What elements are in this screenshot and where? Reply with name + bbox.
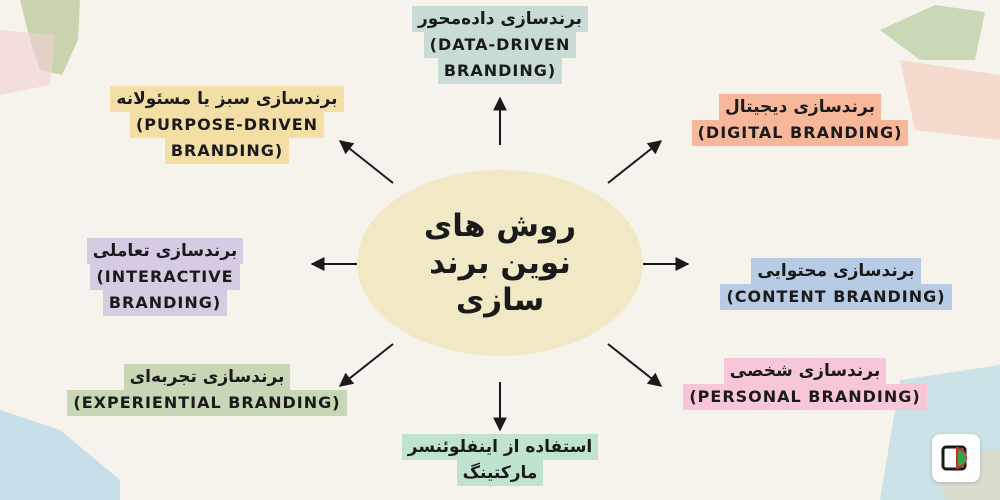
node-fa-label: برندسازی سبز یا مسئولانه [110, 86, 344, 112]
node-fa-label: استفاده از اینفلوئنسر [401, 434, 599, 460]
node-en-label: BRANDING) [437, 58, 563, 84]
arrow-to-digital [607, 140, 663, 184]
node-fa-label: برندسازی شخصی [723, 358, 887, 384]
green-top-right-shape [880, 5, 985, 60]
node-fa-label: برندسازی تعاملی [86, 238, 244, 264]
center-title-line-1: روش های [423, 207, 577, 244]
node-interactive: برندسازی تعاملی (INTERACTIVE BRANDING) [55, 238, 275, 316]
node-en-label: (PURPOSE-DRIVEN [129, 112, 325, 138]
node-en-label: (INTERACTIVE [90, 264, 240, 290]
node-data-driven: برندسازی داده‌محور (DATA-DRIVEN BRANDING… [376, 6, 624, 84]
node-en-label: (EXPERIENTIAL BRANDING) [67, 390, 347, 416]
pink-corner-shape [0, 30, 55, 95]
node-en-label: BRANDING) [102, 290, 228, 316]
node-fa-label: برندسازی دیجیتال [719, 94, 881, 120]
node-en-label: (PERSONAL BRANDING) [683, 384, 927, 410]
node-en-label: (CONTENT BRANDING) [720, 284, 952, 310]
node-experiential: برندسازی تجربه‌ای (EXPERIENTIAL BRANDING… [22, 364, 392, 416]
node-purpose-driven: برندسازی سبز یا مسئولانه (PURPOSE-DRIVEN… [42, 86, 412, 164]
center-topic: روش های نوین برند سازی [357, 170, 643, 356]
arrow-to-experiential [338, 343, 394, 387]
node-en-label: (DATA-DRIVEN [423, 32, 577, 58]
node-fa-label: برندسازی تجربه‌ای [123, 364, 291, 390]
node-influencer: استفاده از اینفلوئنسر مارکتینگ [350, 434, 650, 486]
center-title-line-3: سازی [455, 281, 545, 318]
node-fa-label: برندسازی محتوایی [751, 258, 921, 284]
node-fa-label: برندسازی داده‌محور [411, 6, 589, 32]
arrow-to-purpose-driven [338, 140, 394, 184]
center-title-line-2: نوین برند [429, 244, 571, 281]
node-fa-label: مارکتینگ [456, 460, 544, 486]
peach-right-shape [900, 60, 1000, 140]
node-en-label: BRANDING) [164, 138, 290, 164]
node-content: برندسازی محتوایی (CONTENT BRANDING) [684, 258, 988, 310]
arrow-to-personal [607, 343, 663, 387]
blue-bottom-left-shape [0, 410, 120, 500]
brand-logo[interactable] [932, 434, 980, 482]
brand-logo-icon [941, 445, 967, 471]
node-personal: برندسازی شخصی (PERSONAL BRANDING) [640, 358, 970, 410]
node-en-label: (DIGITAL BRANDING) [691, 120, 909, 146]
node-digital: برندسازی دیجیتال (DIGITAL BRANDING) [650, 94, 950, 146]
